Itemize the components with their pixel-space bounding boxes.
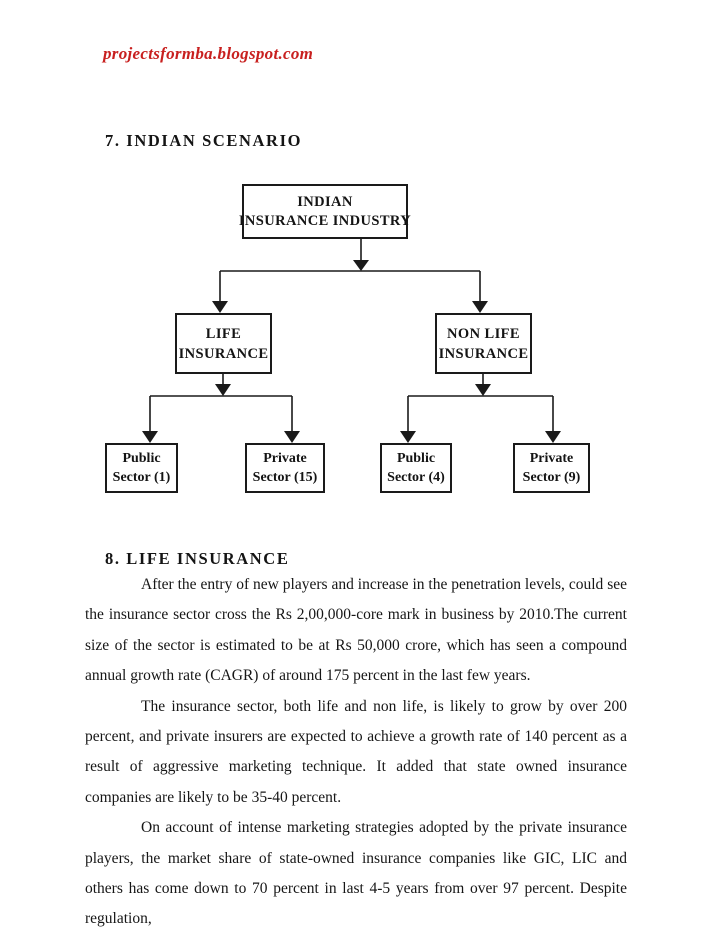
connector-nonlife-to-children	[400, 374, 561, 443]
node-label-line: Public	[122, 451, 161, 466]
arrow-down-icon	[400, 431, 416, 443]
paragraph: The insurance sector, both life and non …	[85, 697, 627, 806]
node-label-line: Private	[529, 451, 574, 466]
section-8-heading: 8. LIFE INSURANCE	[105, 549, 290, 568]
arrow-down-icon	[215, 384, 231, 396]
node-label-line: Private	[263, 451, 307, 466]
node-label-line: Public	[396, 451, 436, 466]
node-label-line: Sector (9)	[522, 470, 581, 485]
site-link[interactable]: projectsformba.blogspot.com	[103, 44, 314, 63]
node-label-line: LIFE	[205, 325, 242, 342]
node-label-line: INSURANCE	[438, 345, 529, 362]
section-7-heading: 7. INDIAN SCENARIO	[105, 131, 303, 150]
node-nonlife-private-sector: Private Sector (9)	[513, 443, 590, 493]
node-life-public-sector: Public Sector (1)	[105, 443, 178, 493]
node-label-line: Sector (15)	[252, 470, 318, 485]
arrow-down-icon	[545, 431, 561, 443]
org-chart-connectors	[142, 239, 561, 443]
node-label-line: NON LIFE	[447, 325, 520, 342]
node-label-line: Sector (4)	[387, 470, 445, 485]
paragraph: On account of intense marketing strategi…	[85, 819, 627, 928]
connector-life-to-children	[142, 374, 300, 443]
node-life-private-sector: Private Sector (15)	[245, 443, 325, 493]
arrow-down-icon	[212, 301, 228, 313]
arrow-down-icon	[284, 431, 300, 443]
node-nonlife-public-sector: Public Sector (4)	[380, 443, 452, 493]
connector-root-to-level2	[212, 239, 488, 313]
node-non-life-insurance: NON LIFE INSURANCE	[435, 313, 532, 374]
arrow-down-icon	[142, 431, 158, 443]
node-label-line: INDIAN	[297, 193, 353, 210]
arrow-down-icon	[353, 260, 369, 271]
node-life-insurance: LIFE INSURANCE	[175, 313, 272, 374]
node-label-line: INSURANCE INDUSTRY	[238, 212, 412, 229]
node-label-line: Sector (1)	[112, 470, 171, 485]
node-label-line: INSURANCE	[178, 345, 269, 362]
node-indian-insurance-industry: INDIAN INSURANCE INDUSTRY	[238, 184, 412, 239]
arrow-down-icon	[475, 384, 491, 396]
paragraph: After the entry of new players and incre…	[85, 576, 627, 685]
section-8-body: After the entry of new players and incre…	[85, 570, 627, 935]
arrow-down-icon	[472, 301, 488, 313]
insurance-industry-org-chart: INDIAN INSURANCE INDUSTRY LIFE INSURANCE…	[80, 180, 640, 505]
